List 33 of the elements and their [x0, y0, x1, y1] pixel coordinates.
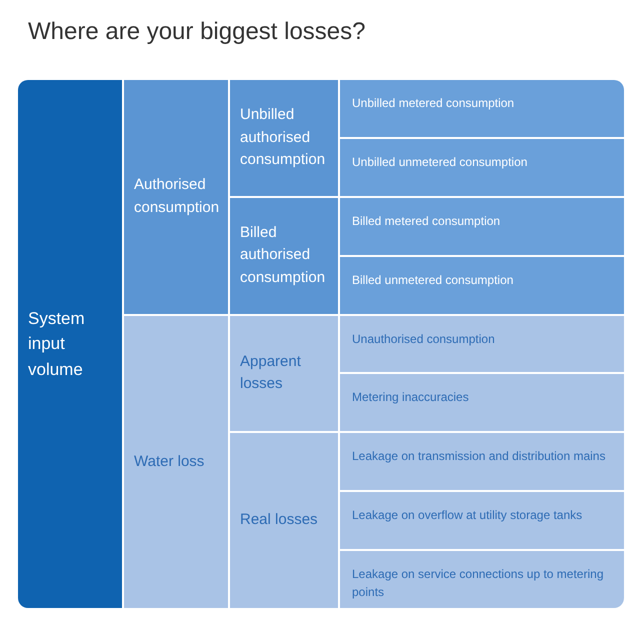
category-label: Leakage on transmission and distribution mains — [352, 448, 606, 466]
category-cell — [340, 80, 624, 137]
category-cell — [340, 374, 624, 432]
category-label: Unauthorised consumption — [352, 330, 495, 348]
category-label: Unbilled unmetered consumption — [352, 154, 528, 171]
category-cell — [340, 492, 624, 550]
category-label: System input volume — [28, 308, 86, 381]
category-cell — [340, 198, 624, 255]
category-label: Metering inaccuracies — [352, 389, 469, 406]
category-cell — [124, 316, 228, 608]
category-label: Authorised consumption — [134, 175, 220, 218]
category-label: Apparent losses — [240, 352, 302, 394]
title: Where are your biggest losses? — [28, 18, 366, 46]
category-cell — [230, 198, 338, 314]
category-cell — [230, 433, 338, 608]
category-label: Unbilled authorised consumption — [240, 105, 326, 170]
category-label: Billed metered consumption — [352, 212, 500, 230]
category-cell — [340, 138, 624, 196]
category-label: Leakage on service connections up to metering points — [352, 566, 604, 602]
category-cell — [230, 80, 338, 196]
category-label: Billed unmetered consumption — [352, 272, 514, 289]
category-label: Billed authorised consumption — [240, 222, 326, 288]
category-cell — [124, 80, 228, 314]
category-label: Unbilled metered consumption — [352, 95, 514, 112]
category-cell — [340, 256, 624, 314]
category-label: Water loss — [134, 452, 204, 472]
category-label: Real losses — [240, 510, 318, 530]
category-cell — [340, 316, 624, 372]
category-cell — [230, 316, 338, 432]
category-label: Leakage on overflow at utility storage tanks — [352, 507, 582, 524]
category-cell — [340, 551, 624, 608]
category-cell — [18, 80, 122, 608]
category-cell — [340, 433, 624, 490]
